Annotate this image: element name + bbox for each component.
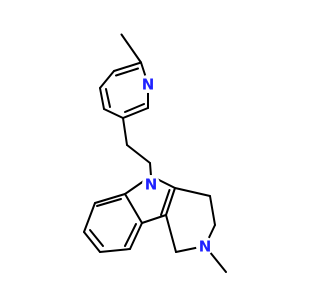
indole-bond-c3a-c8a	[124, 193, 143, 224]
indole-nitrogen-label: N	[145, 176, 158, 194]
pyridine-bond-c2-c1	[122, 107, 149, 119]
atom-layer: N N N	[139, 75, 214, 256]
piperidine-bond-c1-c2	[209, 195, 216, 226]
indole-double-c2-c3	[160, 189, 171, 216]
pyridine-bond-c4-c3	[99, 87, 105, 110]
pyridine-nitrogen-label: N	[142, 76, 155, 94]
pyridine-methyl-bond	[120, 33, 142, 64]
pyridine-double-c4-c3	[105, 88, 111, 108]
indole-bond-c3-c3a	[141, 214, 167, 224]
benzene-double-1	[96, 198, 122, 207]
linker-bond-2	[126, 144, 151, 164]
benzene-bond-3	[83, 231, 101, 253]
linker-bond-3	[149, 162, 152, 177]
linker-bond-1	[122, 117, 128, 146]
piperidine-bond-c-c3	[165, 214, 177, 253]
benzene-bond-2	[83, 202, 96, 233]
piperidine-bond-c2-c1	[174, 187, 211, 197]
pyridine-bond-c5-c4	[99, 70, 115, 89]
benzene-double-3	[89, 229, 104, 247]
benzene-bond-5	[129, 222, 143, 250]
pyridine-nitrogen-background	[139, 75, 157, 93]
piperidine-nitrogen: N	[196, 237, 214, 256]
pyridine-double-c2-c1	[124, 103, 145, 113]
indole-nitrogen: N	[142, 175, 160, 194]
pyridine-nitrogen: N	[139, 75, 157, 94]
pyridine-bond-c3-c2	[103, 108, 124, 119]
bond-layer	[83, 33, 227, 273]
pyridine-bond-c6-c5	[113, 61, 142, 72]
piperidine-nitrogen-label: N	[199, 238, 212, 256]
molecule-diagram: N N N	[83, 33, 227, 273]
pyridine-double-c6-c5	[115, 67, 139, 77]
piperidine-nitrogen-background	[196, 237, 214, 255]
indole-nitrogen-background	[142, 175, 160, 193]
benzene-bond-1	[94, 193, 126, 204]
benzene-bond-4	[99, 248, 131, 253]
benzene-double-5	[124, 223, 137, 247]
indole-bond-c2-c3	[165, 187, 176, 216]
